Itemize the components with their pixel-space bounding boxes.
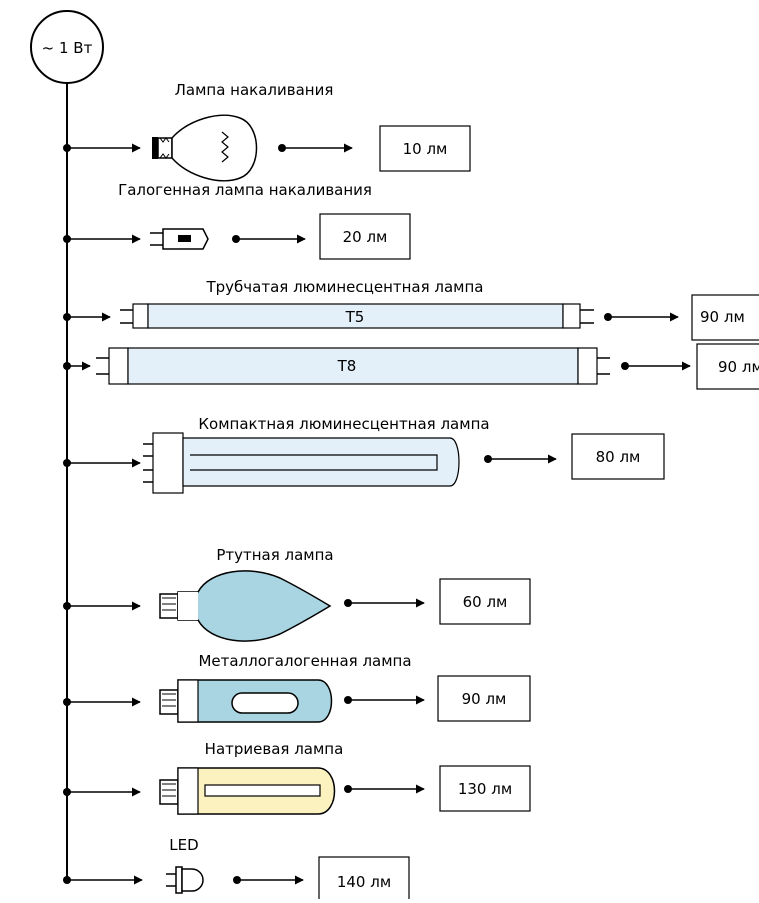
output-mercury: 60 лм xyxy=(463,593,508,611)
output-t8: 90 лм xyxy=(718,358,759,376)
incandescent-bulb-icon xyxy=(152,114,258,182)
output-led: 140 лм xyxy=(337,873,391,891)
row-t5: T5 90 лм xyxy=(63,294,759,341)
output-box-t5 xyxy=(691,294,759,341)
output-box-metal-halide xyxy=(437,675,531,722)
output-t5: 90 лм xyxy=(700,308,745,326)
output-box-mercury xyxy=(439,578,531,625)
sodium-lamp-icon xyxy=(159,767,336,815)
output-incandescent: 10 лм xyxy=(403,140,448,158)
row-metal-halide: Металлогалогенная лампа 90 лм xyxy=(63,652,531,723)
t5-tube-icon xyxy=(120,303,594,329)
lamp-label-led: LED xyxy=(169,836,198,854)
row-led: LED 140 лм xyxy=(63,836,410,903)
led-icon xyxy=(166,866,204,894)
row-incandescent: Лампа накаливания 10 лм xyxy=(63,81,471,182)
lamp-label-metal-halide: Металлогалогенная лампа xyxy=(198,652,411,670)
output-metal-halide: 90 лм xyxy=(462,690,507,708)
output-cfl: 80 лм xyxy=(596,448,641,466)
cfl-lamp-icon xyxy=(143,432,460,494)
lamp-label-mercury: Ртутная лампа xyxy=(216,546,333,564)
tube-label-t5: T5 xyxy=(345,308,365,326)
row-sodium: Натриевая лампа 130 лм xyxy=(63,740,531,815)
lamp-label-tubular: Трубчатая люминесцентная лампа xyxy=(205,278,483,296)
metal-halide-lamp-icon xyxy=(159,679,333,723)
row-t8: T8 90 лм xyxy=(63,343,759,390)
lamp-label-cfl: Компактная люминесцентная лампа xyxy=(198,415,489,433)
output-halogen: 20 лм xyxy=(343,228,388,246)
output-box-incandescent xyxy=(379,125,471,172)
lamp-label-sodium: Натриевая лампа xyxy=(205,740,344,758)
output-box-t8 xyxy=(696,343,759,390)
lamp-label-incandescent: Лампа накаливания xyxy=(175,81,334,99)
output-box-cfl xyxy=(571,433,665,480)
tube-label-t8: T8 xyxy=(337,357,357,375)
row-cfl: Компактная люминесцентная лампа 80 лм xyxy=(63,415,665,494)
row-halogen: Галогенная лампа накаливания 20 лм xyxy=(63,181,411,260)
mercury-lamp-icon xyxy=(159,570,332,642)
output-sodium: 130 лм xyxy=(458,780,512,798)
halogen-lamp-icon xyxy=(150,228,209,250)
output-box-sodium xyxy=(439,765,531,812)
power-source-label: ~ 1 Вт xyxy=(42,39,93,57)
row-mercury: Ртутная лампа 60 лм xyxy=(63,546,531,642)
lamp-label-halogen: Галогенная лампа накаливания xyxy=(118,181,372,199)
output-box-halogen xyxy=(319,213,411,260)
power-source-node: ~ 1 Вт xyxy=(30,10,104,84)
output-box-led xyxy=(318,856,410,903)
t8-tube-icon xyxy=(96,347,610,385)
